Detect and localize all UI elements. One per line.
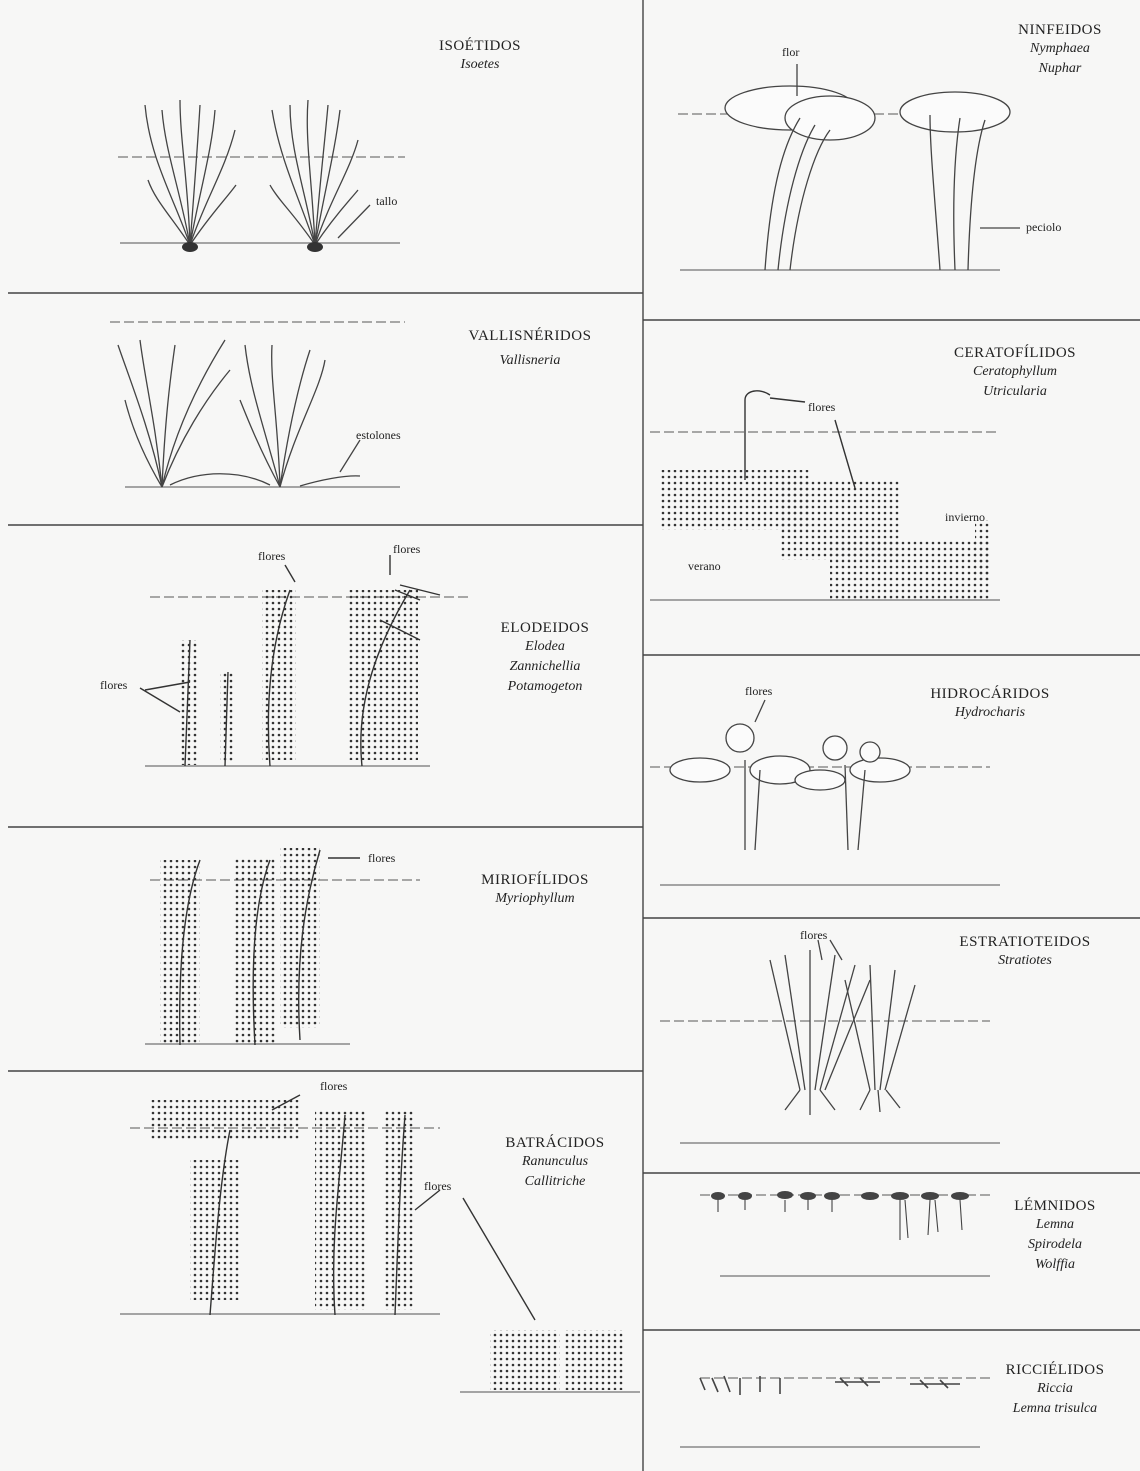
- hydrocharis-drawing: [670, 724, 910, 790]
- isoetes-drawing: [145, 100, 370, 245]
- species-name: Riccia: [975, 1379, 1135, 1399]
- species-name: Lemna trisulca: [975, 1399, 1135, 1419]
- annotation-flores: flores: [800, 928, 827, 943]
- group-riccielidos: RICCIÉLIDOS Riccia Lemna trisulca: [975, 1362, 1135, 1419]
- group-name: HIDROCÁRIDOS: [900, 686, 1080, 703]
- annotation-flores: flores: [808, 400, 835, 415]
- lemna-roots: [718, 1200, 962, 1240]
- annotation-flores: flores: [424, 1179, 451, 1194]
- annotation-peciolo: peciolo: [1026, 220, 1061, 235]
- species-name: Hydrocharis: [900, 703, 1080, 723]
- group-elodeidos: ELODEIDOS Elodea Zannichellia Potamogeto…: [465, 620, 625, 697]
- annotation-tallo: tallo: [376, 194, 397, 209]
- annotation-flor: flor: [782, 45, 799, 60]
- annotation-flores: flores: [100, 678, 127, 693]
- species-name: Isoetes: [410, 55, 550, 75]
- annotation-verano: verano: [688, 559, 721, 574]
- group-ceratofilidos: CERATOFÍLIDOS Ceratophyllum Utricularia: [920, 345, 1110, 402]
- group-batracidos: BATRÁCIDOS Ranunculus Callitriche: [465, 1135, 645, 1192]
- species-name: Callitriche: [465, 1172, 645, 1192]
- isoetes-corm: [182, 242, 198, 252]
- annotation-invierno: invierno: [945, 510, 985, 525]
- species-name: Myriophyllum: [455, 889, 615, 909]
- annotation-estolones: estolones: [356, 428, 401, 443]
- group-hidrocaridos: HIDROCÁRIDOS Hydrocharis: [900, 686, 1080, 723]
- species-name: Nymphaea: [985, 39, 1135, 59]
- group-name: ISOÉTIDOS: [410, 38, 550, 55]
- group-estratioteidos: ESTRATIOTEIDOS Stratiotes: [915, 934, 1135, 971]
- vallisneria-drawing: [118, 340, 360, 487]
- annotation-flores: flores: [320, 1079, 347, 1094]
- bottom-lines: [120, 243, 1000, 1447]
- stratiotes-drawing: [770, 940, 915, 1115]
- isoetes-corm: [307, 242, 323, 252]
- ceratophyllum-foliage: [660, 470, 990, 600]
- species-name: Lemna: [990, 1215, 1120, 1235]
- group-name: ELODEIDOS: [465, 620, 625, 637]
- species-name: Utricularia: [920, 382, 1110, 402]
- nymphaea-drawing: [725, 86, 1010, 140]
- species-name: Wolffia: [990, 1255, 1120, 1275]
- group-lemnidos: LÉMNIDOS Lemna Spirodela Wolffia: [990, 1198, 1120, 1275]
- elodeidos-foliage: [180, 590, 418, 765]
- group-name: CERATOFÍLIDOS: [920, 345, 1110, 362]
- species-name: Spirodela: [990, 1235, 1120, 1255]
- group-vallisneridos: VALLISNÉRIDOS Vallisneria: [440, 328, 620, 371]
- group-name: VALLISNÉRIDOS: [440, 328, 620, 345]
- annotation-flores: flores: [745, 684, 772, 699]
- species-name: Potamogeton: [465, 677, 625, 697]
- group-name: ESTRATIOTEIDOS: [915, 934, 1135, 951]
- group-name: LÉMNIDOS: [990, 1198, 1120, 1215]
- species-name: Vallisneria: [440, 351, 620, 371]
- group-name: NINFEIDOS: [985, 22, 1135, 39]
- species-name: Zannichellia: [465, 657, 625, 677]
- group-name: BATRÁCIDOS: [465, 1135, 645, 1152]
- species-name: Nuphar: [985, 59, 1135, 79]
- annotation-flores: flores: [368, 851, 395, 866]
- species-name: Ranunculus: [465, 1152, 645, 1172]
- group-name: MIRIOFÍLIDOS: [455, 872, 615, 889]
- species-name: Elodea: [465, 637, 625, 657]
- group-ninfeidos: NINFEIDOS Nymphaea Nuphar: [985, 22, 1135, 79]
- annotation-flores: flores: [393, 542, 420, 557]
- group-miriofilidos: MIRIOFÍLIDOS Myriophyllum: [455, 872, 615, 909]
- group-name: RICCIÉLIDOS: [975, 1362, 1135, 1379]
- group-isoetidos: ISOÉTIDOS Isoetes: [410, 38, 550, 75]
- species-name: Stratiotes: [915, 951, 1135, 971]
- species-name: Ceratophyllum: [920, 362, 1110, 382]
- annotation-flores: flores: [258, 549, 285, 564]
- myriophyllum-foliage: [160, 848, 320, 1045]
- riccia-drawing: [700, 1376, 960, 1395]
